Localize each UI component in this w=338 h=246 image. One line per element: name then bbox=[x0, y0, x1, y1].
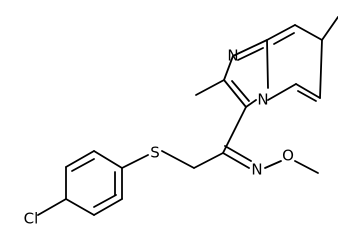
bond-ch-right-to-c-methyl bbox=[319, 39, 323, 99]
bond-oxime-carbon-to-methylene bbox=[193, 152, 224, 169]
bond-c-fused-to-n-imidazole-outer bbox=[232, 39, 268, 57]
bond-o-to-methyl bbox=[294, 160, 319, 174]
bond-c-methyl-to-c-substituted-outer bbox=[223, 79, 247, 108]
bond-phenyl-c4-c5-outer bbox=[65, 198, 95, 216]
bond-pyridine-methyl bbox=[321, 16, 338, 41]
bond-ring-to-oxime-carbon bbox=[222, 106, 247, 154]
atom-label-sulfur: S bbox=[150, 144, 160, 162]
bond-oxime-c-to-n-outer bbox=[222, 152, 250, 169]
bond-c-methyl-to-ch-upper bbox=[294, 24, 323, 41]
bond-c-fused-to-n-bridge bbox=[266, 39, 269, 89]
atom-label-chlorine: Cl bbox=[24, 210, 39, 228]
bond-imidazole-methyl bbox=[195, 79, 225, 96]
bond-phenyl-c5-c6 bbox=[93, 198, 123, 216]
bond-oxime-n-to-o bbox=[264, 160, 282, 169]
bond-ch-upper-to-c-fused-inner bbox=[273, 32, 295, 45]
bond-ch-upper-to-c-fused-outer bbox=[266, 24, 296, 41]
bond-c-substituted-to-n-bridge bbox=[245, 99, 257, 108]
bond-sulfur-to-phenyl bbox=[121, 154, 149, 169]
bond-ch-top-to-ch-right-inner bbox=[297, 90, 317, 102]
bond-c-methyl-to-c-substituted-inner bbox=[231, 80, 250, 102]
bond-ch-top-to-ch-right-outer bbox=[295, 83, 321, 99]
bond-methylene-to-sulfur bbox=[161, 150, 195, 169]
bond-oxime-c-to-n-inner bbox=[224, 145, 252, 162]
atom-label-imidazole-nitrogen: N bbox=[227, 47, 238, 65]
bond-phenyl-c5-c6-inner bbox=[93, 194, 117, 208]
bond-phenyl-c1-c2 bbox=[93, 150, 123, 169]
bond-n-imidazole-to-c-methyl bbox=[223, 55, 234, 81]
atom-label-oxygen: O bbox=[282, 147, 294, 165]
bond-phenyl-c2-c3-inner bbox=[71, 158, 95, 172]
atom-label-oxime-nitrogen: N bbox=[251, 161, 262, 179]
atom-label-bridge-nitrogen: N bbox=[257, 91, 268, 109]
bond-n-bridge-to-ch-top bbox=[267, 83, 297, 101]
bond-c-fused-to-n-imidazole-inner bbox=[237, 47, 264, 61]
bond-phenyl-c2-c3-outer bbox=[65, 150, 95, 168]
bond-phenyl-to-chlorine bbox=[37, 198, 67, 216]
